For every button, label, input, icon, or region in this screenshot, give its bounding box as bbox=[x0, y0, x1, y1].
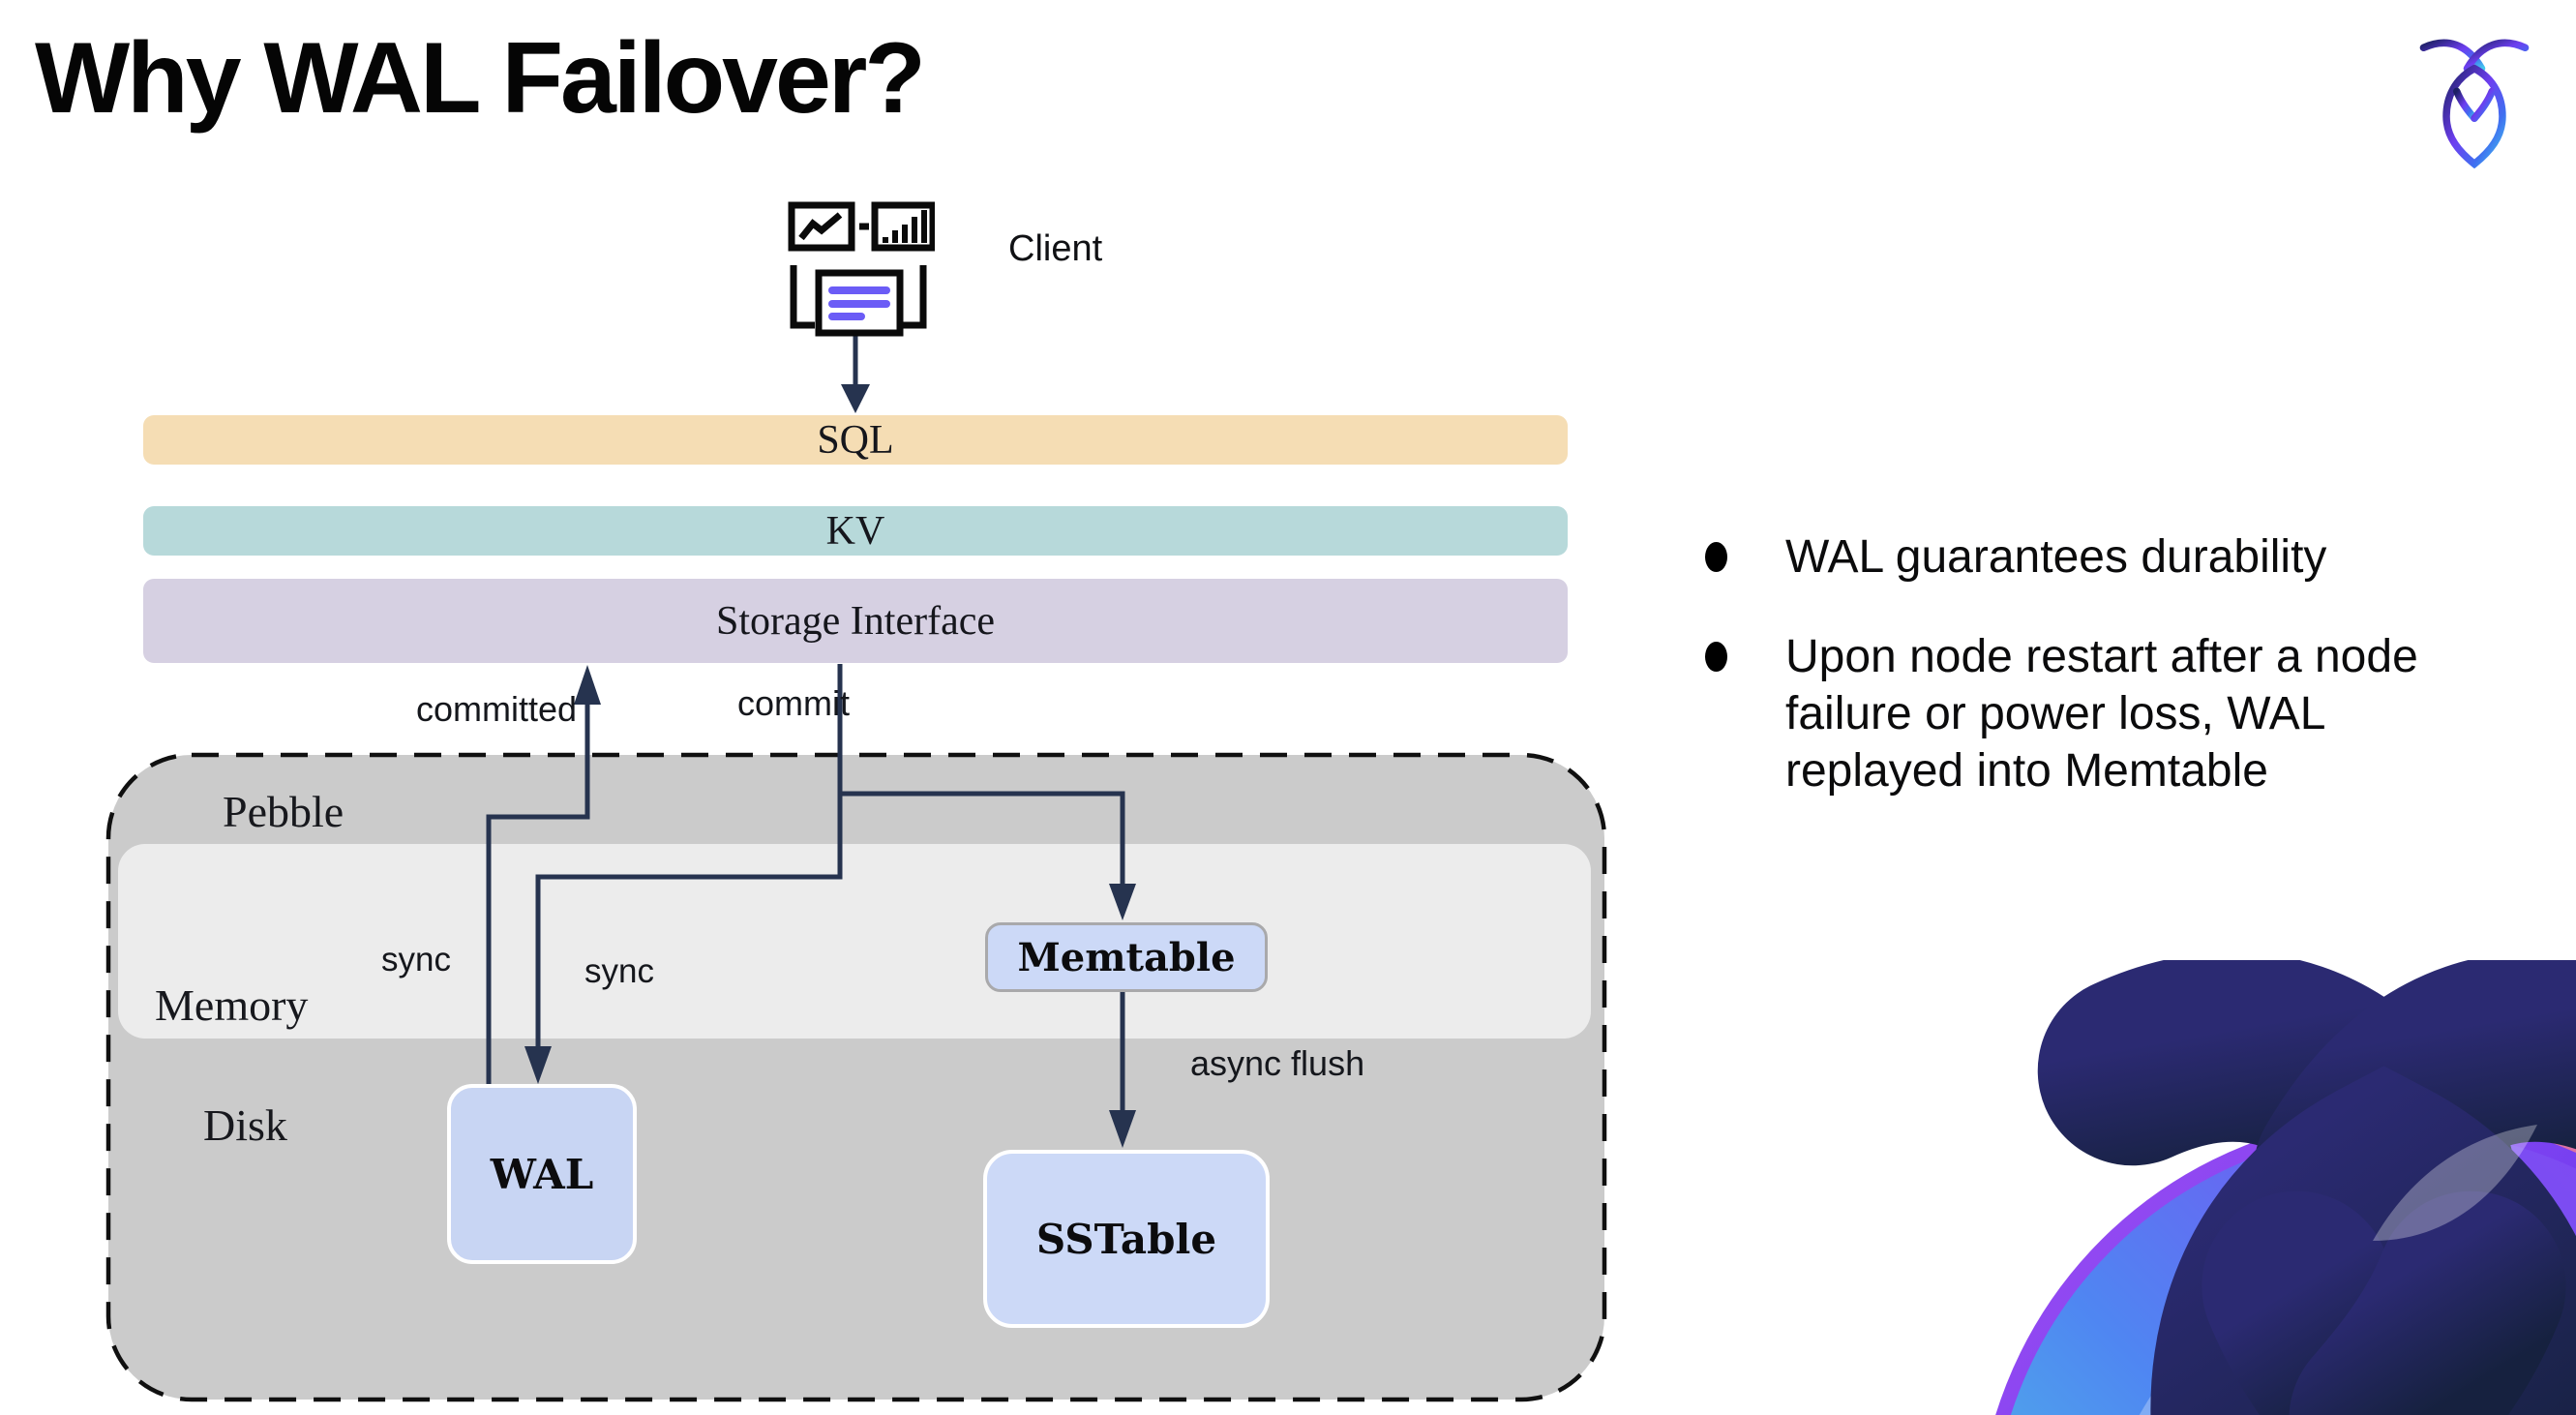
arrowhead-memtable bbox=[1109, 884, 1136, 920]
linechart-glyph bbox=[798, 212, 843, 241]
bar-dot bbox=[883, 237, 888, 243]
sync-left-edge-label: sync bbox=[381, 941, 451, 978]
arrowhead-committed bbox=[574, 665, 601, 705]
bracket-right bbox=[902, 265, 927, 329]
memtable-label: Memtable bbox=[1017, 934, 1236, 980]
layer-storage-interface: Storage Interface bbox=[143, 579, 1568, 663]
list-item: WAL guarantees durability bbox=[1699, 528, 2570, 586]
commit-edge-label: commit bbox=[737, 683, 850, 723]
bullet-list: WAL guarantees durability Upon node rest… bbox=[1699, 528, 2570, 842]
committed-edge-label: committed bbox=[415, 689, 577, 729]
client-devices-icon bbox=[788, 201, 935, 337]
bullet-text: WAL guarantees durability bbox=[1785, 531, 2327, 583]
wal-node: WAL bbox=[447, 1084, 637, 1264]
antenna-right bbox=[2463, 39, 2530, 73]
pebble-label: Pebble bbox=[223, 787, 344, 836]
roach-branch-right bbox=[2471, 87, 2496, 122]
layer-kv-label: KV bbox=[825, 508, 885, 554]
layer-sql: SQL bbox=[143, 415, 1568, 465]
bullet-text: Upon node restart after a node failure o… bbox=[1785, 631, 2418, 797]
arrowhead-client bbox=[841, 384, 870, 413]
arrowhead-wal bbox=[524, 1046, 552, 1084]
antenna-left bbox=[2419, 39, 2486, 73]
list-item: Upon node restart after a node failure o… bbox=[1699, 628, 2570, 799]
layer-storage-label: Storage Interface bbox=[716, 598, 995, 644]
bullet-dot bbox=[1705, 642, 1727, 672]
arrowhead-sstable bbox=[1109, 1110, 1136, 1148]
layer-sql-label: SQL bbox=[817, 417, 894, 463]
layer-kv: KV bbox=[143, 506, 1568, 556]
disk-label: Disk bbox=[203, 1100, 287, 1150]
bar-2 bbox=[902, 225, 908, 243]
commit-to-memtable-arrow bbox=[840, 791, 1125, 887]
memory-band bbox=[118, 844, 1591, 1039]
async-flush-edge-label: async flush bbox=[1190, 1043, 1365, 1083]
bullet-dot bbox=[1705, 542, 1727, 572]
memory-label: Memory bbox=[155, 980, 309, 1030]
sync-right-edge-label: sync bbox=[584, 952, 654, 990]
art-petal-inner bbox=[2373, 1125, 2537, 1241]
committed-arrow bbox=[486, 705, 590, 1085]
bracket-left bbox=[790, 265, 815, 329]
sstable-node: SSTable bbox=[983, 1150, 1270, 1328]
bar-1 bbox=[892, 230, 898, 243]
cockroachdb-logo-icon bbox=[2419, 39, 2530, 168]
brand-art-decoration bbox=[1995, 960, 2576, 1415]
memtable-node: Memtable bbox=[985, 922, 1268, 992]
page-title: Why WAL Failover? bbox=[35, 22, 926, 135]
bar-4 bbox=[921, 210, 927, 243]
bar-3 bbox=[912, 217, 917, 243]
art-roach-glyph bbox=[2037, 960, 2576, 1415]
sstable-label: SSTable bbox=[1035, 1215, 1217, 1263]
roach-branch-left bbox=[2453, 87, 2478, 122]
wal-label: WAL bbox=[490, 1150, 594, 1198]
art-roach-branch-right bbox=[2290, 1190, 2566, 1415]
client-label: Client bbox=[1008, 228, 1103, 269]
sync-to-wal-arrow bbox=[535, 664, 843, 1048]
